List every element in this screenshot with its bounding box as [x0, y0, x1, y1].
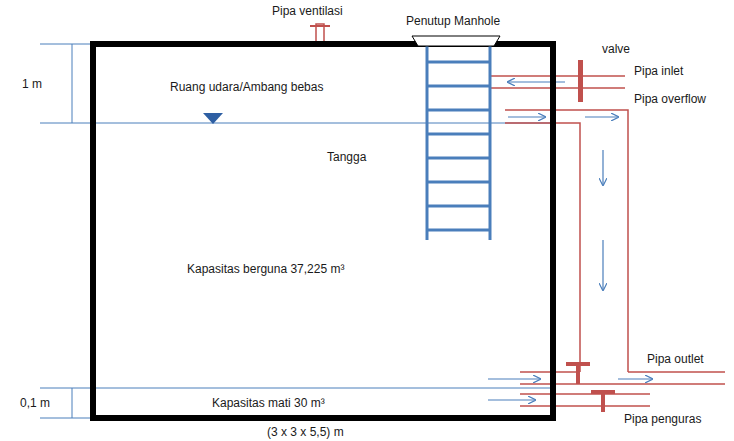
capacity-label: Kapasitas berguna 37,225 m³ — [185, 262, 346, 276]
ladder-rung — [427, 85, 490, 88]
ladder-rung — [427, 133, 490, 136]
dimension-label: 0,1 m — [18, 396, 52, 410]
ladder-rung — [427, 181, 490, 184]
pipe-label: Pipa penguras — [622, 412, 703, 426]
ladder-rung — [427, 61, 490, 64]
zone-label: Ruang udara/Ambang bebas — [168, 80, 325, 94]
ladder-rung — [427, 205, 490, 208]
dimension-label: (3 x 3 x 5,5) m — [265, 425, 346, 439]
pipe-label: Pipa inlet — [632, 64, 685, 78]
dimension-label: 1 m — [20, 77, 44, 91]
pipe-label: Pipa outlet — [645, 352, 706, 366]
ladder-rung — [427, 229, 490, 232]
ladder-rung — [427, 157, 490, 160]
valve-label: valve — [600, 42, 632, 56]
capacity-label: Kapasitas mati 30 m³ — [210, 396, 327, 410]
ladder-rung — [427, 109, 490, 112]
pipe-label: Pipa ventilasi — [270, 4, 345, 18]
pipe-label: Pipa overflow — [632, 92, 708, 106]
ladder-label: Tangga — [325, 150, 368, 164]
pipe-label: Penutup Manhole — [404, 14, 502, 28]
